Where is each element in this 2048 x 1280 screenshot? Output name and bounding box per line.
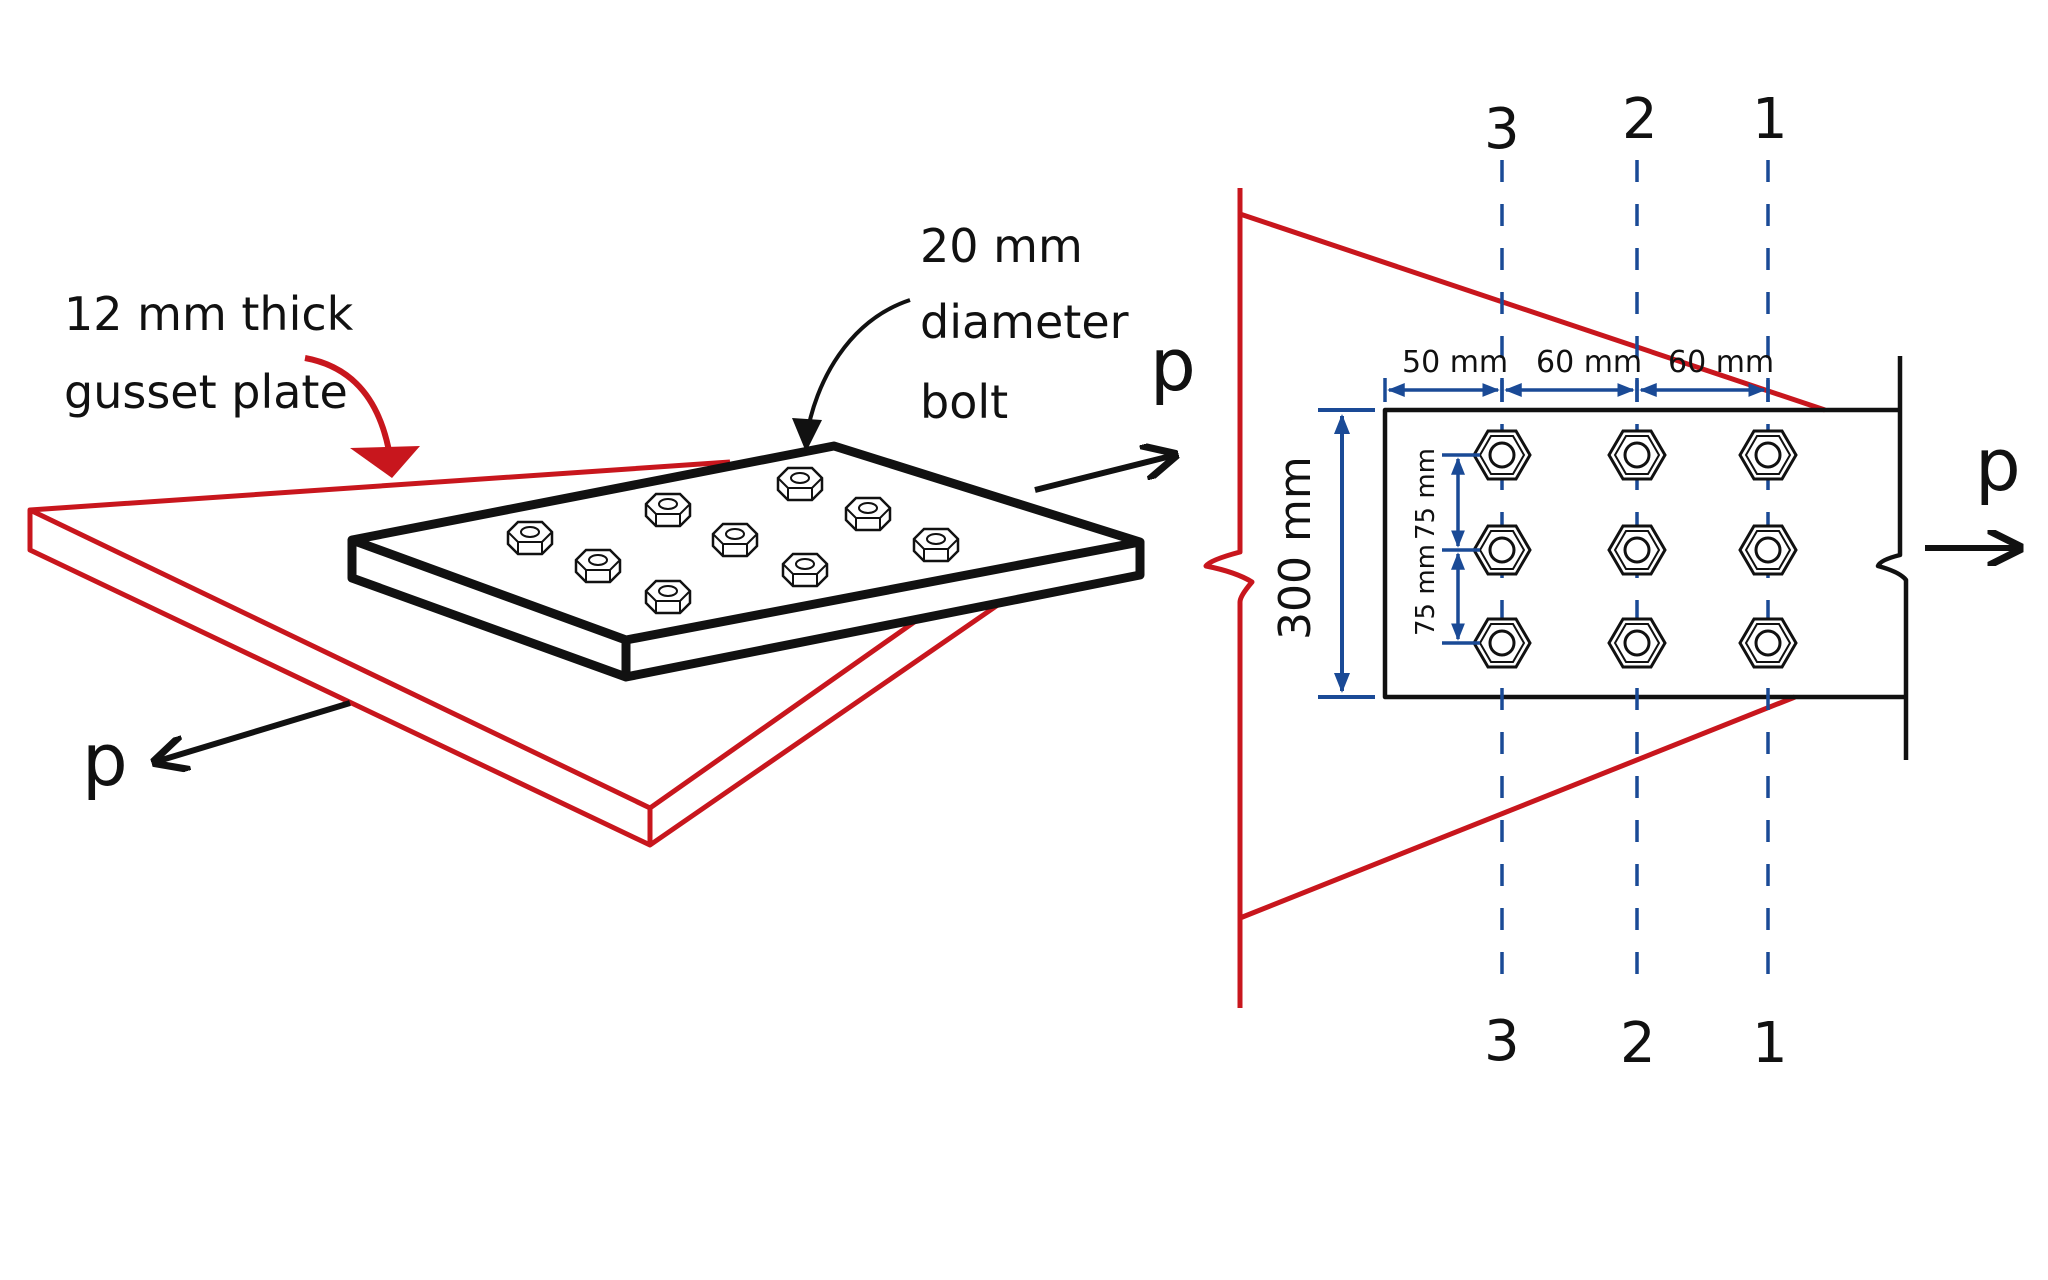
vertical-dimension-gauge: [1442, 453, 1480, 645]
section-label-top-3: 3: [1484, 97, 1520, 162]
section-label-bottom-1: 1: [1752, 1011, 1788, 1076]
dim-edge-distance: 50 mm: [1402, 345, 1508, 380]
horizontal-dimensions: [1383, 378, 1770, 402]
isometric-view: 12 mm thick gusset plate 20 mm diameter …: [27, 219, 1196, 848]
plan-bolt: [1472, 617, 1532, 669]
iso-bolt: [781, 552, 829, 588]
vertical-dimension-width: [1318, 408, 1375, 699]
iso-load-arrow-right: [1034, 455, 1175, 493]
dim-gauge-2: 75 mm: [1411, 544, 1441, 636]
iso-bolt: [644, 492, 692, 528]
bolt-label-line3: bolt: [920, 375, 1008, 429]
plan-gusset-plate: [1203, 188, 1826, 1008]
gusset-arrowhead: [350, 446, 420, 478]
iso-bolt: [711, 522, 759, 558]
iso-bolt: [644, 579, 692, 615]
plan-bolt: [1738, 524, 1798, 576]
plan-view: 3 2 1 3 2 1 50 mm 60 mm: [1150, 87, 2021, 1076]
section-label-top-2: 2: [1622, 87, 1658, 152]
iso-bolt: [912, 527, 960, 563]
dim-plate-width: 300 mm: [1270, 456, 1321, 640]
plan-load-label-right: p: [1975, 423, 2021, 507]
iso-bolt: [776, 466, 824, 502]
plan-bolt: [1738, 617, 1798, 669]
plan-bolt: [1607, 524, 1667, 576]
bolt-pointer-arrow: [804, 298, 911, 441]
gusset-label-line1: 12 mm thick: [64, 287, 354, 341]
gusset-label-line2: gusset plate: [64, 365, 348, 419]
section-label-top-1: 1: [1752, 87, 1788, 152]
bolt-label-line1: 20 mm: [920, 219, 1083, 273]
dim-pitch-2: 60 mm: [1668, 345, 1774, 380]
iso-bolt: [506, 520, 554, 556]
dim-gauge-1: 75 mm: [1411, 448, 1441, 540]
iso-load-label-right: p: [1150, 323, 1196, 407]
bolt-label-line2: diameter: [920, 295, 1129, 349]
plan-member-plate: [1382, 356, 1909, 760]
plan-bolt: [1472, 429, 1532, 481]
plan-bolt: [1607, 429, 1667, 481]
dim-pitch-1: 60 mm: [1536, 345, 1642, 380]
plan-load-label-top: p: [1150, 323, 1196, 407]
gusset-plate: [27, 459, 1007, 848]
iso-load-label-left: p: [82, 718, 128, 802]
iso-bolt: [844, 496, 892, 532]
plan-bolt: [1472, 524, 1532, 576]
plan-bolt: [1607, 617, 1667, 669]
iso-bolt: [574, 548, 622, 584]
section-label-bottom-3: 3: [1484, 1009, 1520, 1074]
iso-load-arrow-left: [155, 700, 351, 762]
section-label-bottom-2: 2: [1620, 1011, 1656, 1076]
plan-bolts: [1472, 429, 1798, 669]
bolt-arrowhead: [792, 418, 822, 452]
plan-bolt: [1738, 429, 1798, 481]
